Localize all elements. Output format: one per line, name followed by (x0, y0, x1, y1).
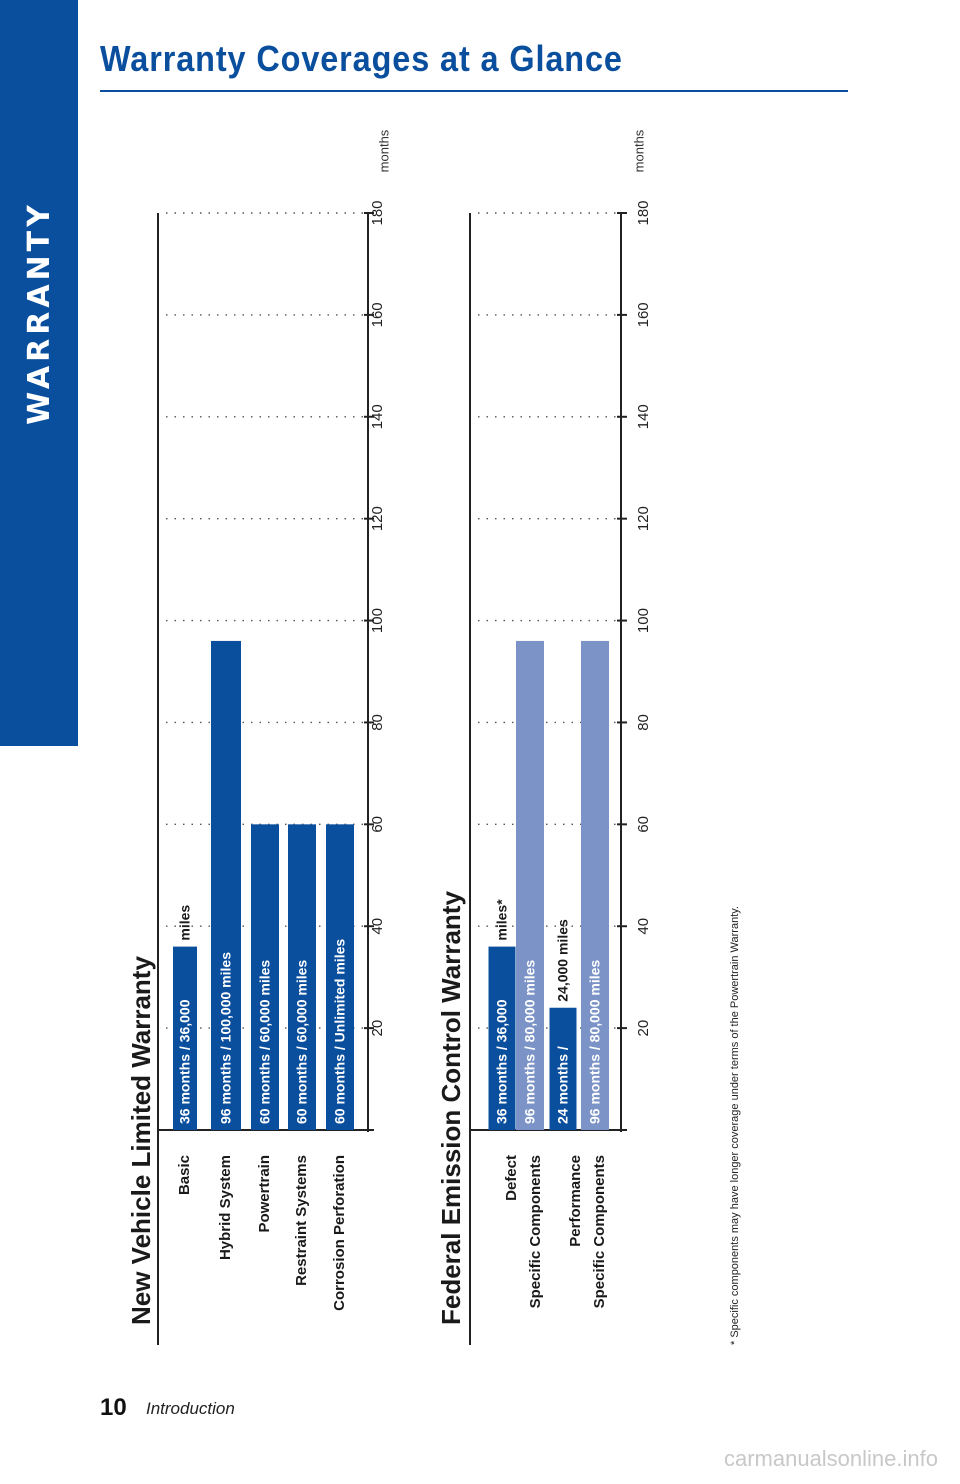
bar-1 (516, 640, 544, 1130)
bar-3 (581, 640, 609, 1130)
category-label-4: Corrosion Perforation (331, 1155, 348, 1311)
tick-label-120: 120 (369, 506, 386, 531)
group-label-1-0: Performance (567, 1155, 584, 1247)
footnote: * Specific components may have longer co… (729, 906, 741, 1345)
category-label-0: Basic (176, 1155, 193, 1195)
bar-label-2: 60 months / 60,000 miles (257, 960, 273, 1124)
bar-label-3: 60 months / 60,000 miles (294, 960, 310, 1124)
bar-after-label-2: 24,000 miles (555, 919, 571, 1002)
bar-0 (173, 946, 197, 1130)
category-label-3: Restraint Systems (293, 1155, 310, 1286)
bar-label-2: 24 months / (555, 1046, 571, 1124)
bar-1 (211, 640, 241, 1130)
tick-label-100: 100 (369, 608, 386, 633)
tick-label-180: 180 (635, 200, 652, 225)
tick-label-160: 160 (369, 302, 386, 327)
tick-label-60: 60 (635, 816, 652, 833)
bar-label-0: 36 months / 36,000 (177, 999, 193, 1124)
bar-after-label-0: miles (177, 905, 193, 941)
side-tab (0, 0, 78, 746)
tick-label-100: 100 (635, 608, 652, 633)
tick-label-80: 80 (369, 714, 386, 731)
tick-label-80: 80 (635, 714, 652, 731)
site-watermark: carmanualsonline.info (723, 1446, 938, 1471)
group-label-0-0: Defect (503, 1155, 520, 1201)
bar-4 (326, 824, 354, 1130)
bar-label-3: 96 months / 80,000 miles (587, 960, 603, 1124)
chart-title: New Vehicle Limited Warranty (126, 956, 156, 1325)
bar-label-0: 36 months / 36,000 (494, 999, 510, 1124)
tick-label-40: 40 (635, 918, 652, 935)
title-divider (100, 90, 848, 92)
group-label-0-1: Specific Components (527, 1155, 544, 1308)
section-name: Introduction (146, 1399, 235, 1418)
chart-title: Federal Emission Control Warranty (436, 891, 466, 1325)
bar-3 (288, 824, 316, 1130)
tick-label-140: 140 (635, 404, 652, 429)
tick-label-180: 180 (369, 200, 386, 225)
bar-after-label-0: miles* (494, 899, 510, 941)
category-label-1: Hybrid System (217, 1155, 234, 1260)
group-label-1-1: Specific Components (591, 1155, 608, 1308)
bar-label-1: 96 months / 100,000 miles (218, 952, 234, 1124)
tick-label-40: 40 (369, 918, 386, 935)
tick-label-120: 120 (635, 506, 652, 531)
tick-label-140: 140 (369, 404, 386, 429)
bar-2 (251, 824, 279, 1130)
tick-label-160: 160 (635, 302, 652, 327)
category-label-2: Powertrain (256, 1155, 273, 1233)
unit-label: months (376, 129, 391, 172)
tick-label-20: 20 (369, 1020, 386, 1037)
bar-0 (488, 946, 516, 1130)
bar-2 (549, 1007, 577, 1130)
bar-label-1: 96 months / 80,000 miles (522, 960, 538, 1124)
unit-label: months (631, 129, 646, 172)
tick-label-20: 20 (635, 1020, 652, 1037)
page-number: 10 (100, 1394, 127, 1421)
page-title: Warranty Coverages at a Glance (100, 38, 623, 79)
bar-label-4: 60 months / Unlimited miles (332, 939, 348, 1124)
tick-label-60: 60 (369, 816, 386, 833)
